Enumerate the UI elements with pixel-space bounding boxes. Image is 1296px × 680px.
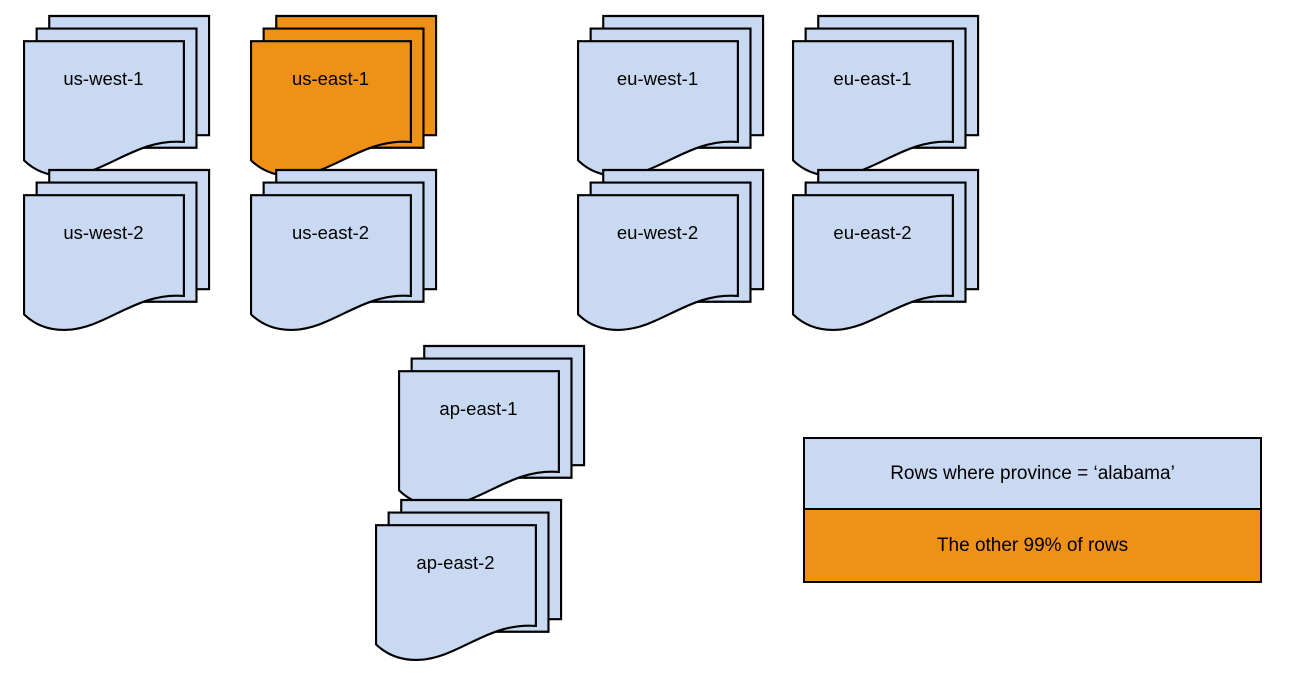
document-sheet-front: [791, 194, 954, 331]
legend-row-blue: Rows where province = ‘alabama’: [805, 439, 1260, 510]
document-sheet-front: [22, 194, 185, 331]
document-sheet-front: [576, 40, 739, 177]
document-stack-ap-east-1: ap-east-1: [396, 344, 591, 507]
document-stack-us-west-2: us-west-2: [21, 168, 216, 331]
legend-row-orange: The other 99% of rows: [805, 510, 1260, 581]
document-stack-shape: [791, 168, 980, 331]
document-stack-eu-west-1: eu-west-1: [575, 14, 770, 177]
document-stack-us-east-1: us-east-1: [248, 14, 443, 177]
document-stack-shape: [397, 344, 586, 507]
document-stack-ap-east-2: ap-east-2: [373, 498, 568, 661]
document-stack-us-west-1: us-west-1: [21, 14, 216, 177]
document-stack-shape: [791, 14, 980, 177]
legend-label-blue: Rows where province = ‘alabama’: [890, 462, 1175, 484]
document-stack-shape: [22, 14, 211, 177]
document-sheet-front: [791, 40, 954, 177]
document-sheet-front: [576, 194, 739, 331]
document-stack-eu-west-2: eu-west-2: [575, 168, 770, 331]
document-sheet-front: [249, 194, 412, 331]
document-stack-shape: [374, 498, 563, 661]
document-stack-shape: [576, 168, 765, 331]
document-stack-eu-east-2: eu-east-2: [790, 168, 985, 331]
document-sheet-front: [22, 40, 185, 177]
legend: Rows where province = ‘alabama’ The othe…: [803, 437, 1262, 583]
document-stack-us-east-2: us-east-2: [248, 168, 443, 331]
legend-label-orange: The other 99% of rows: [936, 534, 1129, 556]
document-sheet-front: [249, 40, 412, 177]
document-stack-shape: [22, 168, 211, 331]
document-sheet-front: [397, 370, 560, 507]
document-stack-shape: [249, 168, 438, 331]
document-stack-shape: [576, 14, 765, 177]
document-sheet-front: [374, 524, 537, 661]
document-stack-eu-east-1: eu-east-1: [790, 14, 985, 177]
document-stack-shape: [249, 14, 438, 177]
